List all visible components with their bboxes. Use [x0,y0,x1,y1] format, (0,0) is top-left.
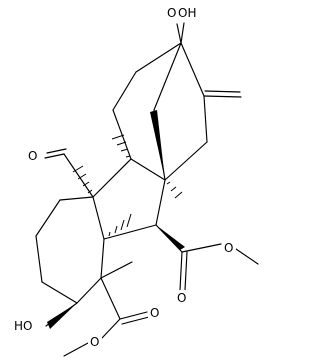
hash-bond-c7-h [108,213,132,237]
bond-c1-cho [63,153,94,198]
stereo-hash-bonds [72,134,183,237]
hash-bond-c9-h [166,181,183,199]
bond-c16-c13 [153,42,182,111]
bond-c14-c15 [203,95,208,143]
atom-label-o-aldehyde: O [28,149,37,163]
hash-bond-c8-h [111,134,131,158]
wedge-bond-c5-oh [47,303,77,329]
bond-oether-methyl [235,248,259,265]
atom-label-ester-left-carbonyl-o: O [150,306,159,320]
bond-ester-c-o-a [179,251,183,291]
bond-c13-c14 [180,42,205,97]
bond-oether2-methyl [63,342,89,357]
bond-c12-c13 [135,42,182,73]
atom-labels: OH O O HO O O O O [12,3,236,350]
wedge-bond-c10-ester [156,225,185,250]
bond-lines [35,22,259,357]
bond-c6-c7 [100,238,105,279]
atom-label-ho-left: HO [14,319,32,333]
bond-ester-c-oether [181,243,222,253]
atom-label-oh-top: OH [178,6,196,20]
hash-bond-c1-cho [72,165,93,194]
bond-c1-c8 [92,158,132,198]
bond-c2-c3 [35,199,61,237]
bond-c11-c12 [112,71,137,111]
atom-label-o-bridge: O [167,6,176,20]
bond-c3-c4 [35,235,43,283]
bond-ester2-c-oether [101,318,121,339]
bond-c8-c9 [130,158,166,181]
bond-ester-c-o-b [184,251,188,291]
bond-c13-oh [180,22,185,44]
atom-label-ester-left-ether-o: O [90,335,99,349]
bond-c13-o [176,23,182,44]
bond-cho-o-b [46,148,67,154]
atom-label-ester-right-carbonyl-o: O [177,291,186,305]
bond-c6-ester-c [100,277,121,320]
bond-c7-c1 [92,196,105,240]
molecule-structure-diagram: OH O O HO O O O O [12,3,259,357]
bond-c4-c5 [41,281,78,304]
bond-ester2-c-o-b [121,316,150,325]
bond-c15-c9 [164,141,208,181]
bond-c8-c11 [112,109,132,160]
bond-methylene-b [204,90,241,93]
atom-label-ester-right-ether-o: O [224,241,233,255]
bond-c1-c2 [59,196,94,201]
bond-methylene-a [203,95,242,98]
bond-c9-c10 [155,179,166,226]
stereo-wedge-bonds [47,110,185,329]
bond-cho-o-a [44,153,65,159]
wedge-bond-c9-bridge [150,110,165,180]
bond-ester2-c-o-a [119,311,148,320]
bond-c10-c7 [103,224,157,240]
bond-c5-c6 [76,277,102,304]
bond-c6-methyl [100,261,133,279]
